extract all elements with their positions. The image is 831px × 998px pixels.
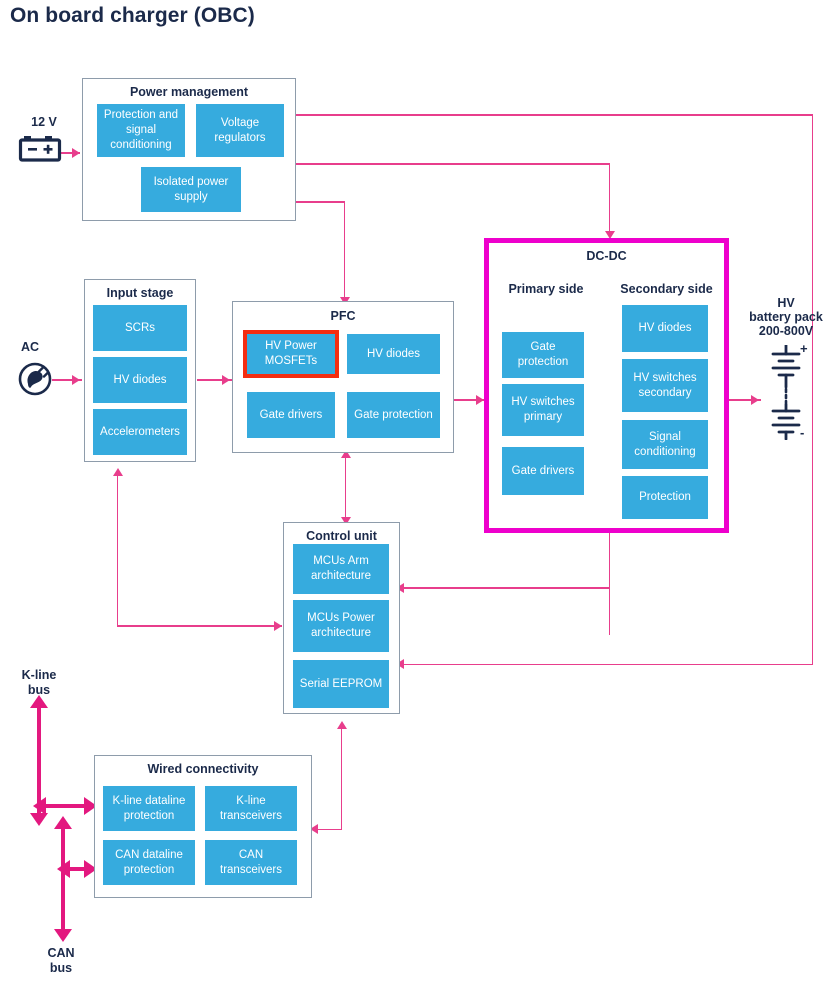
line-kline-to-box	[44, 804, 94, 808]
label-ac: AC	[20, 340, 40, 354]
arrowhead-kline-up	[30, 695, 48, 708]
group-title-dcdc: DC-DC	[586, 249, 627, 263]
group-title-power-management: Power management	[129, 85, 249, 99]
arrowhead-pm-to-dcdc	[604, 231, 615, 239]
block-voltage-regulators[interactable]: Voltage regulators	[196, 104, 284, 157]
label-hv-battery-line3: 200-800V	[758, 324, 814, 338]
group-title-wired-connectivity: Wired connectivity	[147, 762, 259, 776]
block-accelerometers[interactable]: Accelerometers	[93, 409, 187, 455]
block-isolated-power-supply[interactable]: Isolated power supply	[141, 167, 241, 212]
block-secondary-hv-diodes[interactable]: HV diodes	[622, 305, 708, 352]
line-pm-mid-to-dcdc	[296, 163, 610, 165]
block-scrs[interactable]: SCRs	[93, 305, 187, 351]
block-can-transceivers[interactable]: CAN transceivers	[205, 840, 297, 885]
line-control-dcdc-stem	[608, 533, 611, 589]
label-can-bus-line1: CAN	[47, 946, 75, 960]
arrowhead-dcdc-to-control	[396, 582, 404, 593]
arrowhead-can-down	[54, 929, 72, 942]
line-control-to-dcdc-v	[608, 570, 611, 635]
arrowhead-pfc-to-dcdc	[476, 394, 484, 405]
line-can-bus	[61, 827, 65, 932]
line-control-to-input-h	[117, 625, 282, 627]
arrowhead-wired-to-control	[336, 721, 347, 729]
line-pfc-control-bidir	[344, 453, 347, 523]
block-can-dataline-protection[interactable]: CAN dataline protection	[103, 840, 195, 885]
subtitle-primary-side: Primary side	[508, 282, 584, 296]
block-protection-and-signal-conditioning[interactable]: Protection and signal conditioning	[97, 104, 185, 157]
line-pm-down-to-dcdc	[608, 163, 611, 235]
line-wired-to-control-h	[316, 828, 342, 831]
block-mcus-arm-architecture[interactable]: MCUs Arm architecture	[293, 544, 389, 594]
label-hv-battery-pack: HV battery pack 200-800V	[740, 296, 831, 338]
block-input-hv-diodes[interactable]: HV diodes	[93, 357, 187, 403]
label-hv-battery-line1: HV	[777, 296, 795, 310]
block-pfc-gate-protection[interactable]: Gate protection	[347, 392, 440, 438]
line-dcdc-to-hvbattery	[729, 399, 761, 401]
block-hv-switches-secondary[interactable]: HV switches secondary	[622, 359, 708, 412]
arrowhead-ac-to-input	[72, 374, 80, 385]
line-isolated-ps-down	[343, 201, 346, 301]
page-title: On board charger (OBC)	[10, 4, 255, 27]
line-pm-top-right	[296, 114, 813, 116]
line-isolated-ps-out	[296, 201, 345, 203]
block-pfc-gate-drivers[interactable]: Gate drivers	[247, 392, 335, 438]
svg-text:-: -	[800, 425, 804, 440]
group-title-input-stage: Input stage	[106, 286, 174, 300]
line-wired-to-control-v	[340, 727, 343, 829]
arrowhead-into-wired-right	[310, 824, 318, 834]
group-title-control-unit: Control unit	[306, 529, 377, 543]
block-kline-dataline-protection[interactable]: K-line dataline protection	[103, 786, 195, 831]
label-kline-bus-line2: bus	[27, 683, 51, 697]
line-right-rail-to-control	[400, 663, 812, 666]
line-input-to-pfc	[197, 379, 232, 381]
block-primary-gate-drivers[interactable]: Gate drivers	[502, 447, 584, 495]
block-secondary-signal-conditioning[interactable]: Signal conditioning	[622, 420, 708, 469]
arrowhead-12v-to-pm	[72, 147, 80, 158]
line-control-to-input-v	[116, 474, 119, 626]
block-secondary-protection[interactable]: Protection	[622, 476, 708, 519]
svg-text:+: +	[800, 345, 808, 356]
line-kline-bus	[37, 706, 41, 816]
line-right-rail-vertical	[811, 114, 814, 665]
block-hv-power-mosfets[interactable]: HV Power MOSFETs	[243, 330, 339, 378]
arrowhead-into-control-left	[274, 620, 282, 631]
arrowhead-right-rail-to-control	[396, 659, 404, 669]
battery-cell-stack-icon: + -	[760, 341, 812, 445]
line-12v-to-pm	[58, 152, 80, 154]
arrowhead-can-up	[54, 816, 72, 829]
label-can-bus: CAN bus	[28, 946, 94, 976]
block-pfc-hv-diodes[interactable]: HV diodes	[347, 334, 440, 374]
line-pfc-to-dcdc	[454, 399, 486, 401]
arrowhead-kline-h-left	[33, 797, 46, 815]
group-title-pfc: PFC	[330, 309, 356, 323]
arrowhead-pfc-to-control	[340, 517, 351, 525]
line-control-to-dcdc-h	[400, 587, 610, 589]
car-battery-icon	[18, 134, 62, 169]
arrowhead-kline-down	[30, 813, 48, 826]
block-kline-transceivers[interactable]: K-line transceivers	[205, 786, 297, 831]
line-can-to-box	[68, 867, 94, 871]
label-can-bus-line2: bus	[49, 961, 73, 975]
block-hv-switches-primary[interactable]: HV switches primary	[502, 384, 584, 436]
line-ac-to-input	[52, 379, 82, 381]
arrowhead-control-to-pfc	[340, 450, 351, 458]
subtitle-secondary-side: Secondary side	[620, 282, 713, 296]
arrowhead-can-h-right	[84, 860, 97, 878]
arrowhead-can-h-left	[57, 860, 70, 878]
arrowhead-input-to-pfc	[222, 374, 230, 385]
block-serial-eeprom[interactable]: Serial EEPROM	[293, 660, 389, 708]
arrowhead-control-to-input	[112, 468, 123, 476]
arrowhead-kline-h-right	[84, 797, 97, 815]
ac-plug-icon	[14, 358, 56, 405]
label-kline-bus: K-line bus	[6, 668, 72, 698]
arrowhead-dcdc-to-hvbattery	[751, 394, 759, 405]
block-primary-gate-protection[interactable]: Gate protection	[502, 332, 584, 378]
label-hv-battery-line2: battery pack	[749, 310, 823, 324]
label-kline-bus-line1: K-line	[21, 668, 57, 682]
block-mcus-power-architecture[interactable]: MCUs Power architecture	[293, 600, 389, 652]
label-12v: 12 V	[31, 115, 57, 129]
